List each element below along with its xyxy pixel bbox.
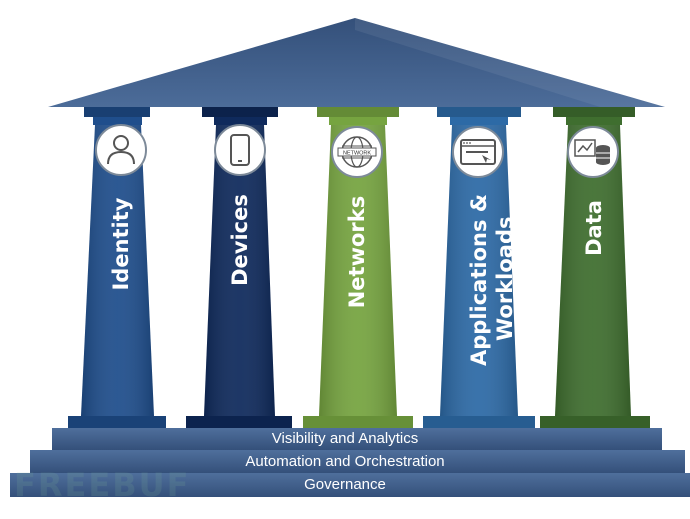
step-label-automation-orchestration: Automation and Orchestration [245,453,445,470]
pillar-label-identity: Identity [109,197,133,291]
pillar-label-workloads: Workloads [493,216,517,342]
smartphone-icon [214,124,266,176]
step-label-governance: Governance [304,476,386,493]
person-icon [95,124,147,176]
watermark: FREEBUF [14,466,191,504]
database-chart-icon [567,126,619,178]
roof-highlight [355,18,665,107]
pillar-networks [303,107,413,428]
step-label-visibility-analytics: Visibility and Analytics [271,430,419,447]
network-icon-text: NETWORK [343,151,371,157]
network-globe-icon: NETWORK [331,126,383,178]
step-automation-orchestration [30,450,685,473]
pillar-applications-workloads [423,107,535,428]
step-visibility-analytics [52,428,662,450]
step-governance [10,473,690,497]
pillar-label-devices: Devices [228,194,252,286]
app-window-icon [452,126,504,178]
pillar-label-data: Data [582,200,606,256]
pillar-devices [186,107,292,428]
pillar-label-applications: Applications & [467,193,491,366]
pillar-data [540,107,650,428]
pillar-label-networks: Networks [345,195,369,309]
pillar-identity [68,107,166,428]
temple-roof [48,18,665,107]
